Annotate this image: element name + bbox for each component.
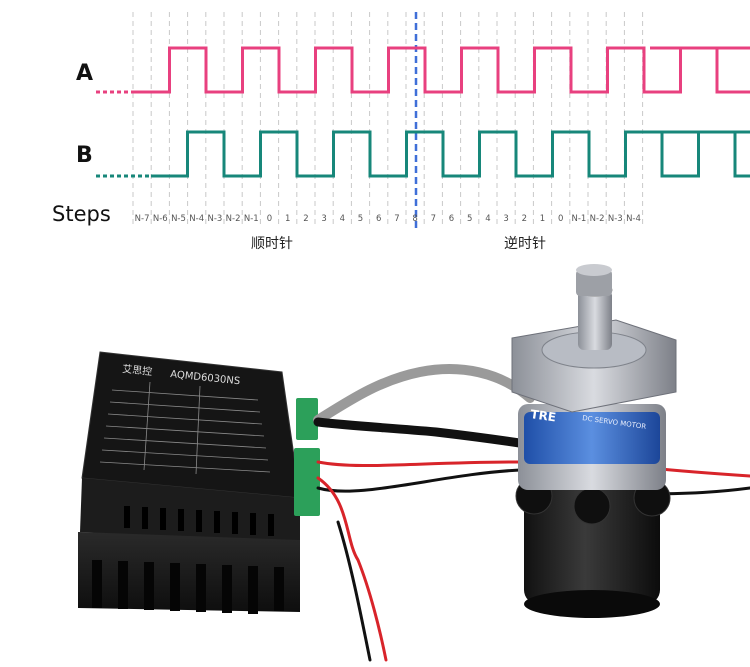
step-tick-label: 0: [558, 214, 563, 224]
step-gridlines: [132, 12, 644, 228]
signal-b-label: B: [76, 143, 93, 168]
step-tick-label: 6: [449, 214, 454, 224]
terminal-block: [294, 448, 320, 516]
step-tick-label: N-4: [189, 214, 204, 224]
clockwise-label: 顺时针: [251, 236, 293, 252]
cables: [313, 364, 750, 662]
step-tick-label: N-6: [153, 214, 168, 224]
step-tick-label: 5: [467, 214, 472, 224]
step-tick-label: 3: [503, 214, 508, 224]
step-tick-label: 2: [303, 214, 308, 224]
step-tick-label: N-4: [626, 214, 641, 224]
step-tick-label: N-3: [207, 214, 222, 224]
waveform-line: [133, 46, 750, 94]
step-tick-label: N-5: [171, 214, 186, 224]
step-tick-label: 4: [485, 214, 490, 224]
driver-brand: 艾思控: [122, 362, 153, 378]
step-tick-label: 0: [267, 214, 272, 224]
step-tick-label: 1: [285, 214, 290, 224]
counter-clockwise-label: 逆时针: [504, 236, 546, 252]
signal-a-label: A: [76, 61, 93, 86]
step-tick-label: 6: [376, 214, 381, 224]
terminal-block: [296, 398, 318, 440]
step-tick-label: 3: [321, 214, 326, 224]
servo-motor: TRE DC SERVO MOTOR: [511, 264, 677, 618]
step-tick-label: 7: [394, 214, 399, 224]
steps-label: Steps: [52, 202, 111, 226]
motor-driver: 艾思控 AQMD6030NS: [78, 351, 320, 614]
step-tick-label: N-2: [226, 214, 241, 224]
step-tick-label: 8: [412, 214, 417, 224]
signal-b-waveform: [96, 130, 750, 178]
motor-badge: TRE: [530, 407, 557, 424]
step-tick-label: N-1: [571, 214, 586, 224]
step-tick-label: 1: [540, 214, 545, 224]
step-tick-label: N-1: [244, 214, 259, 224]
step-tick-label: N-7: [135, 214, 150, 224]
step-tick-label: 4: [340, 214, 345, 224]
step-tick-label: 2: [522, 214, 527, 224]
step-tick-label: 5: [358, 214, 363, 224]
step-tick-label: N-2: [590, 214, 605, 224]
waveform-line: [151, 130, 750, 178]
step-tick-label: 7: [431, 214, 436, 224]
step-tick-label: N-3: [608, 214, 623, 224]
signal-a-waveform: [96, 46, 750, 94]
